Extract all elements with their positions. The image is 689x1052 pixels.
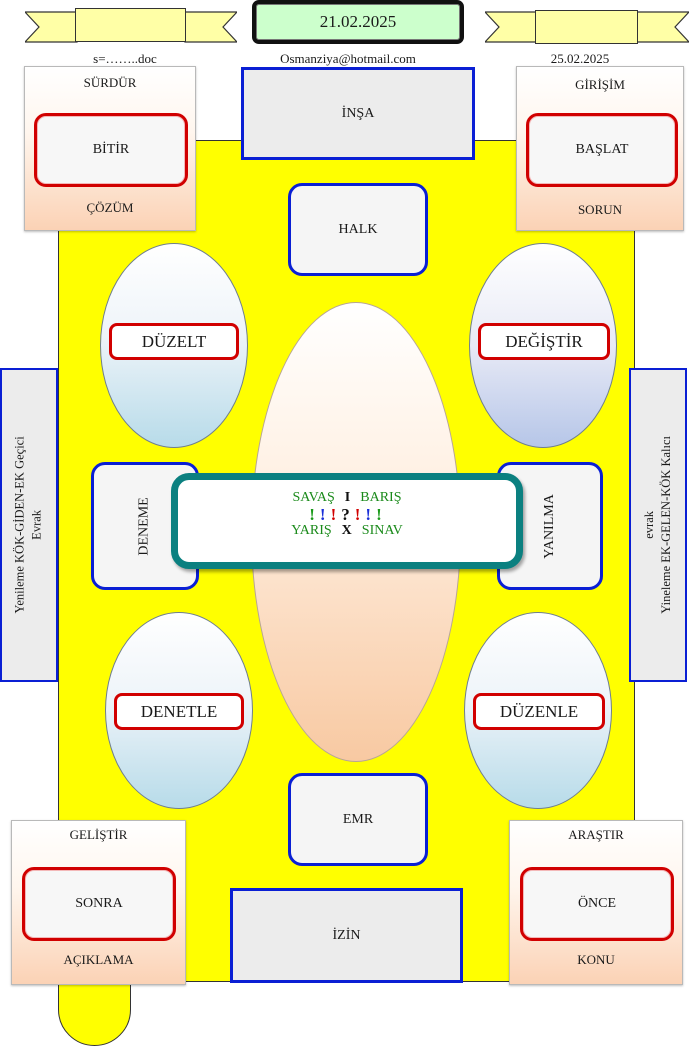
center-marks: !!!?!!! [178, 505, 516, 525]
card-tr-inner: BAŞLAT [526, 113, 678, 187]
box-insa: İNŞA [241, 67, 475, 160]
card-bottom-right: ARAŞTIR ÖNCE KONU [509, 820, 683, 985]
card-tr-inner-label: BAŞLAT [575, 142, 629, 157]
email-label: Osmanziya@hotmail.com [280, 51, 416, 66]
word-yaris: YARIŞ [291, 523, 332, 538]
side-right-line2: Yineleme EK-GELEN-KÖK Kalıcı [659, 436, 674, 614]
center-line-1: SAVAŞ I BARIŞ [178, 490, 516, 506]
card-br-inner-label: ÖNCE [577, 896, 617, 911]
center-panel: SAVAŞ I BARIŞ !!!?!!! YARIŞ X SINAV [171, 473, 523, 569]
card-top-right: GİRİŞİM BAŞLAT SORUN [516, 66, 684, 231]
card-tl-inner: BİTİR [34, 113, 188, 187]
word-savas: SAVAŞ [292, 490, 335, 505]
box-insa-label: İNŞA [341, 105, 375, 121]
label-duzelt: DÜZELT [109, 323, 239, 360]
center-line-3: YARIŞ X SINAV [178, 523, 516, 539]
side-right-line1: evrak [642, 511, 657, 539]
mark-4: ! [354, 505, 364, 524]
side-left-line1: Yenileme KÖK-GİDEN-EK Geçici [13, 436, 28, 614]
box-halk: HALK [288, 183, 428, 276]
mark-1: ! [319, 505, 329, 524]
mark-2: ! [330, 505, 340, 524]
date-center: 21.02.2025 [319, 12, 397, 31]
side-left-line2: Evrak [30, 510, 44, 540]
label-denetle-text: DENETLE [140, 701, 218, 721]
card-tl-inner-label: BİTİR [92, 142, 130, 157]
card-top-left: SÜRDÜR BİTİR ÇÖZÜM [24, 66, 196, 231]
side-right-text: evrak Yineleme EK-GELEN-KÖK Kalıcı [641, 436, 675, 614]
card-br-inner: ÖNCE [520, 867, 674, 941]
mark-5: ! [365, 505, 375, 524]
side-left-text: Yenileme KÖK-GİDEN-EK Geçici Evrak [12, 436, 46, 613]
card-tl-bottom: ÇÖZÜM [86, 200, 134, 215]
label-duzenle: DÜZENLE [473, 693, 605, 730]
ribbon-right-box [535, 10, 638, 44]
file-label: s=……..doc [93, 51, 157, 66]
side-box-right: evrak Yineleme EK-GELEN-KÖK Kalıcı [629, 368, 687, 682]
box-halk-label: HALK [338, 221, 378, 237]
ribbon-left [25, 8, 237, 46]
card-tr-top: GİRİŞİM [575, 77, 625, 92]
card-bl-bottom: AÇIKLAMA [63, 952, 134, 967]
word-sinav: SINAV [361, 523, 403, 538]
mark-3: ? [341, 505, 353, 524]
box-emr-label: EMR [342, 811, 374, 827]
label-degistir-text: DEĞİŞTİR [505, 331, 583, 351]
ribbon-right [485, 8, 689, 46]
card-br-bottom: KONU [577, 952, 615, 967]
word-baris: BARIŞ [360, 490, 402, 505]
label-denetle: DENETLE [114, 693, 244, 730]
ribbon-left-box [75, 8, 186, 42]
box-emr: EMR [288, 773, 428, 866]
box-izin: İZİN [230, 888, 463, 983]
label-duzenle-text: DÜZENLE [499, 701, 579, 721]
box-deneme-label: DENEME [136, 496, 152, 556]
card-bl-inner-label: SONRA [75, 896, 123, 911]
op-x: X [341, 523, 352, 538]
box-izin-label: İZİN [332, 927, 361, 943]
box-yanilma-label: YANILMA [541, 493, 557, 559]
card-br-top: ARAŞTIR [568, 827, 624, 842]
card-tl-top: SÜRDÜR [83, 75, 137, 90]
date-box: 21.02.2025 [252, 0, 464, 44]
card-bl-top: GELİŞTİR [69, 827, 128, 842]
mark-0: ! [309, 505, 318, 524]
card-bl-inner: SONRA [22, 867, 176, 941]
label-duzelt-text: DÜZELT [141, 331, 207, 351]
date-right: 25.02.2025 [550, 51, 610, 66]
op-i: I [344, 490, 351, 505]
card-bottom-left: GELİŞTİR SONRA AÇIKLAMA [11, 820, 186, 985]
mark-6: ! [376, 505, 385, 524]
side-box-left: Yenileme KÖK-GİDEN-EK Geçici Evrak [0, 368, 58, 682]
card-tr-bottom: SORUN [577, 202, 623, 217]
label-degistir: DEĞİŞTİR [478, 323, 610, 360]
